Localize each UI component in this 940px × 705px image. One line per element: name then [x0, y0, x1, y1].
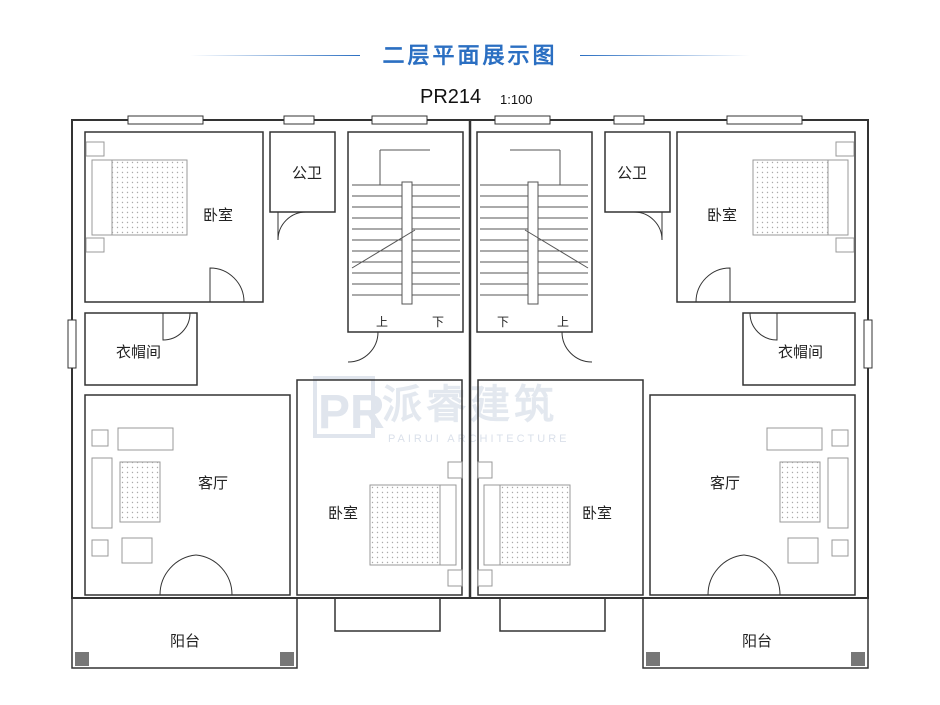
watermark-name-en: PAIRUI ARCHITECTURE: [388, 433, 569, 445]
plan-scale: 1:100: [500, 92, 533, 107]
balcony-columns: [75, 652, 865, 666]
page-title: 二层平面展示图: [382, 44, 558, 69]
stair-label-right-up: 上: [557, 315, 569, 329]
bed-left-mid: [369, 461, 463, 587]
stair-label-left-down: 下: [432, 315, 444, 329]
sofa-set-right: [766, 427, 849, 564]
room-label-closet-right: 衣帽间: [778, 343, 823, 361]
walls: [71, 119, 869, 669]
room-label-bedroom-left-top: 卧室: [203, 206, 233, 224]
title-line-right: [580, 55, 750, 56]
stairs: [351, 149, 589, 305]
room-label-balcony-right: 阳台: [742, 632, 772, 650]
watermark-logo-frame: [313, 376, 375, 438]
plan-code: PR214: [420, 86, 482, 108]
watermark-name-cn: 派睿建筑: [382, 382, 558, 428]
doors: [159, 211, 781, 596]
windows: [67, 115, 873, 369]
room-label-bedroom-left-mid: 卧室: [328, 504, 358, 522]
watermark: PR 派睿建筑 PAIRUI ARCHITECTURE: [313, 376, 569, 445]
room-label-balcony-left: 阳台: [170, 632, 200, 650]
stair-label-right-down: 下: [497, 315, 509, 329]
bed-right-top: [752, 141, 855, 253]
room-label-living-right: 客厅: [710, 474, 740, 492]
room-label-closet-left: 衣帽间: [116, 343, 161, 361]
room-label-bathroom-left: 公卫: [292, 164, 322, 182]
room-label-bathroom-right: 公卫: [617, 164, 647, 182]
title-row: 二层平面展示图: [0, 38, 940, 72]
title-line-left: [190, 55, 360, 56]
room-label-living-left: 客厅: [198, 474, 228, 492]
room-label-bedroom-right-mid: 卧室: [582, 504, 612, 522]
bed-right-mid: [477, 461, 571, 587]
stair-label-left-up: 上: [376, 315, 388, 329]
room-label-bedroom-right-top: 卧室: [707, 206, 737, 224]
bed-left-top: [85, 141, 188, 253]
sofa-set-left: [91, 427, 174, 564]
watermark-logo: PR: [318, 386, 385, 439]
